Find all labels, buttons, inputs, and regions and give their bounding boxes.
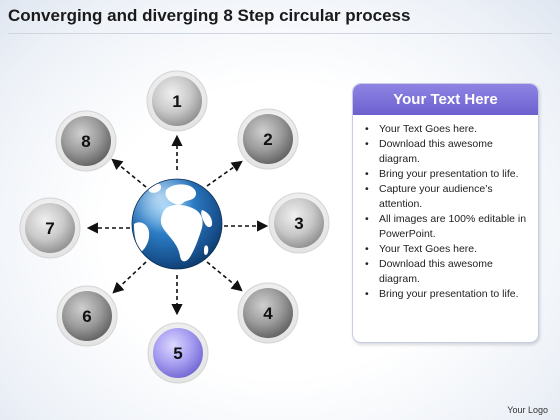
step-circle-4: 4: [237, 282, 299, 344]
bullet-list: Your Text Goes here. Download this aweso…: [353, 115, 538, 302]
step-circle-2: 2: [237, 108, 299, 170]
step-number-6: 6: [82, 307, 91, 326]
bullet-item: Your Text Goes here.: [365, 122, 528, 137]
step-number-2: 2: [263, 130, 272, 149]
step-number-8: 8: [81, 132, 90, 151]
bullet-item: Download this awesome diagram.: [365, 257, 528, 287]
text-panel: Your Text Here Your Text Goes here. Down…: [352, 83, 539, 343]
dashed-arrow-icon: [206, 261, 243, 292]
dashed-arrow-icon: [112, 261, 147, 294]
bullet-item: Bring your presentation to life.: [365, 287, 528, 302]
bullet-item: All images are 100% editable in PowerPoi…: [365, 212, 528, 242]
step-circle-5: 5: [147, 322, 209, 384]
step-number-5: 5: [173, 344, 182, 363]
step-circle-3: 3: [268, 192, 330, 254]
arrow-group: [86, 134, 269, 316]
dashed-arrow-icon: [111, 158, 147, 188]
page-title: Converging and diverging 8 Step circular…: [8, 6, 411, 25]
step-circle-6: 6: [56, 285, 118, 347]
step-number-1: 1: [172, 92, 181, 111]
bullet-item: Download this awesome diagram.: [365, 137, 528, 167]
title-divider: [8, 33, 552, 34]
logo-text: Your Logo: [507, 405, 548, 415]
step-circle-7: 7: [19, 197, 81, 259]
bullet-item: Capture your audience’s attention.: [365, 182, 528, 212]
step-number-4: 4: [263, 304, 273, 323]
dashed-arrow-icon: [206, 160, 243, 187]
globe-icon: [131, 178, 223, 270]
step-circle-8: 8: [55, 110, 117, 172]
step-number-7: 7: [45, 219, 54, 238]
bullet-item: Bring your presentation to life.: [365, 167, 528, 182]
step-number-3: 3: [294, 214, 303, 233]
text-panel-header: Your Text Here: [353, 84, 538, 115]
bullet-item: Your Text Goes here.: [365, 242, 528, 257]
step-circle-1: 1: [146, 70, 208, 132]
